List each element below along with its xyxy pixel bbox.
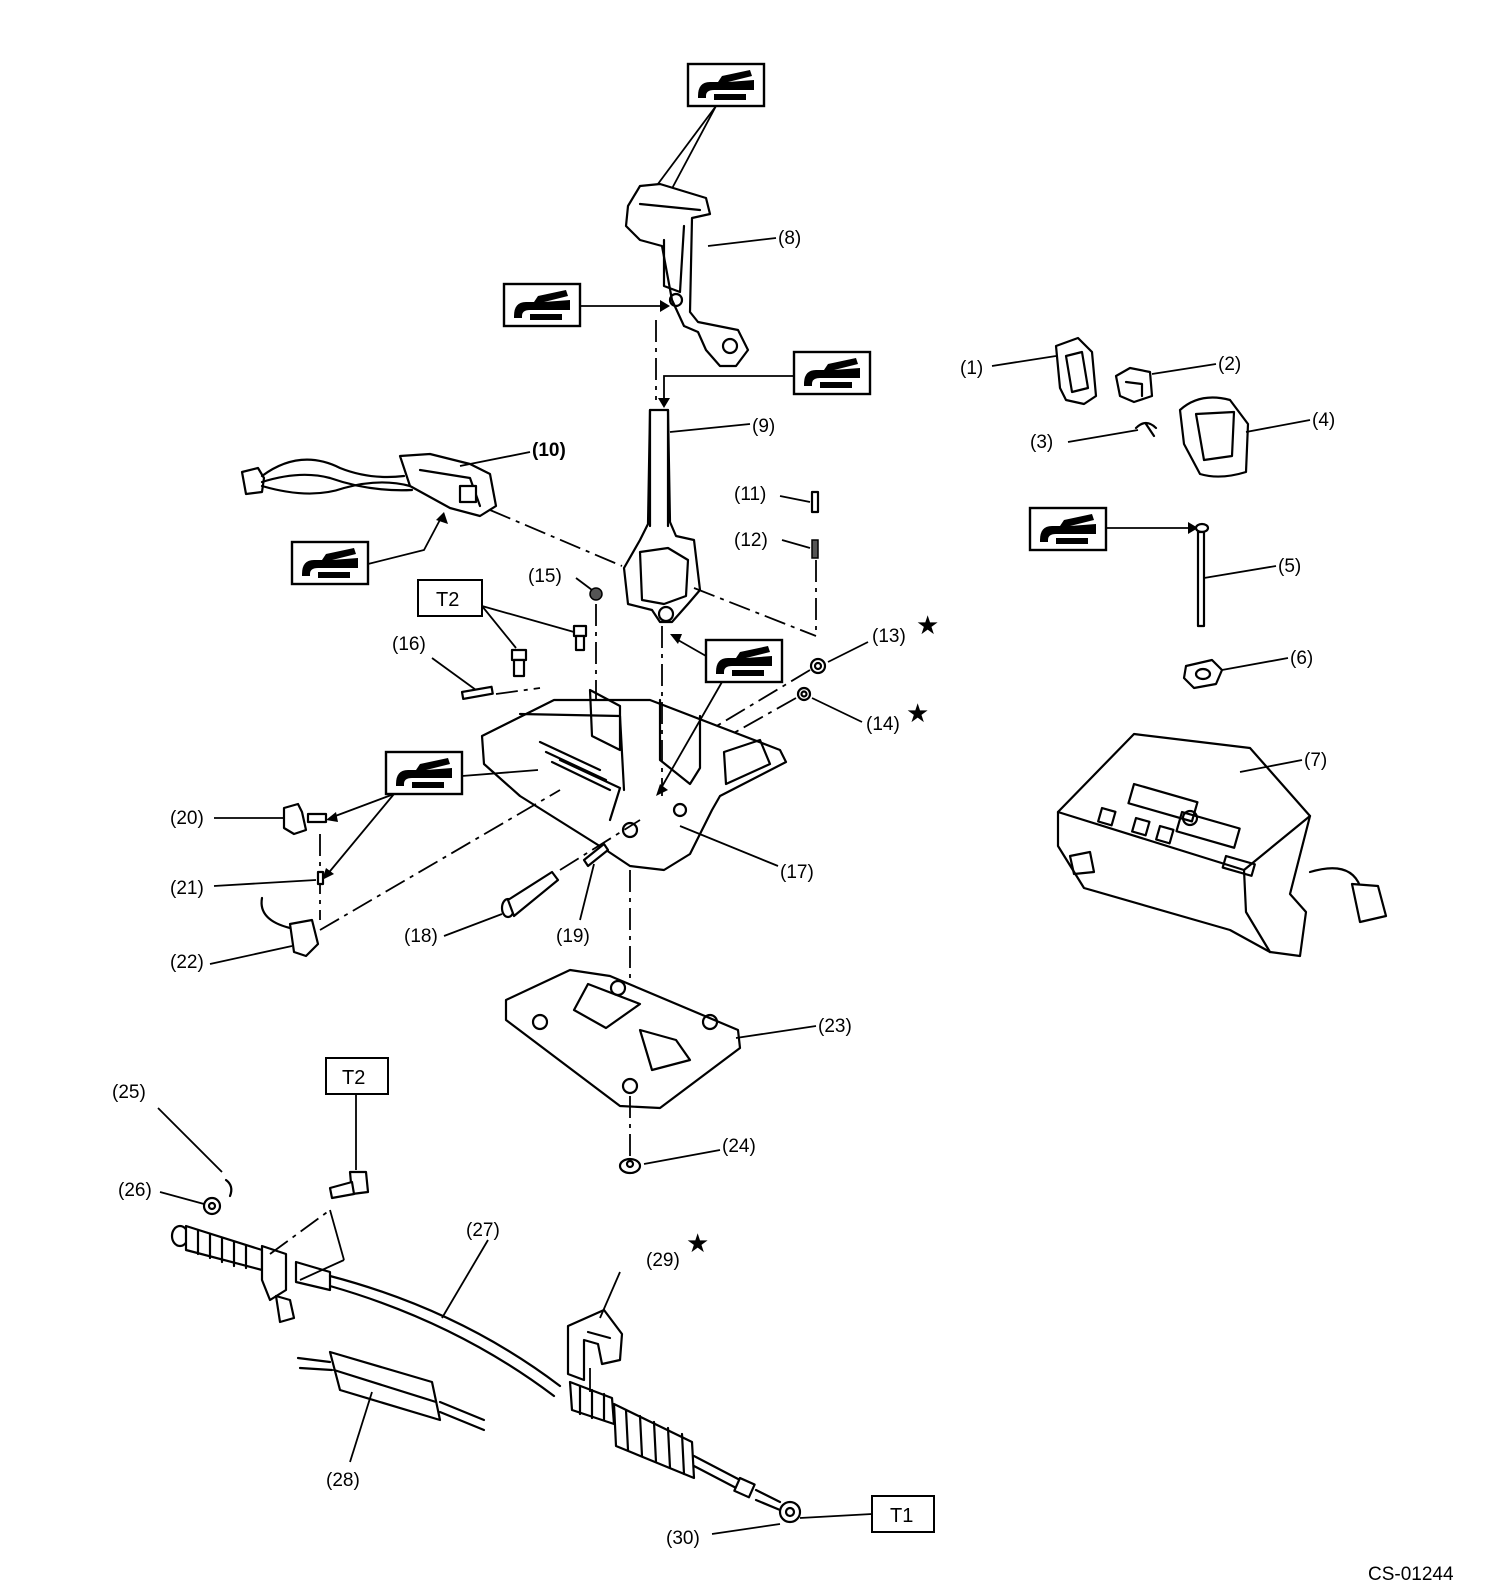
grease-symbol-9 [792,350,872,396]
button-part-2 [1114,366,1154,404]
cover-plate-part-23 [504,968,742,1110]
callout-14: (14) [866,714,900,735]
washer-part-26 [202,1196,222,1216]
torque-box-t2-upper [417,579,483,617]
callout-7: (7) [1304,750,1327,771]
callout-2: (2) [1218,354,1241,375]
bolt-t2-lower [328,1170,370,1200]
pin-part-18 [500,870,560,919]
figure-code: CS-01244 [1368,1564,1454,1585]
shift-cable-part-27 [170,1224,802,1524]
clip-part-29 [566,1308,624,1382]
pin-part-19 [582,842,610,868]
grease-symbol-8 [502,282,582,328]
callout-10: (10) [532,440,566,461]
replace-mark-29: ★ [686,1229,709,1259]
callout-30: (30) [666,1528,700,1549]
harness-part-10 [240,452,498,518]
part-20 [282,802,328,836]
knob-cover-part-1 [1054,336,1098,406]
torque-box-t2-lower [325,1057,389,1095]
torque-box-t1 [871,1495,935,1533]
callout-16: (16) [392,634,426,655]
torque-t1: T1 [890,1505,913,1527]
grease-symbol-10 [290,540,370,586]
callout-13: (13) [872,626,906,647]
callout-26: (26) [118,1180,152,1201]
replace-mark-13: ★ [916,611,939,641]
indicator-part-7 [1056,732,1388,958]
push-rod-part-5 [1194,522,1210,628]
spring-part-3 [1134,421,1158,438]
callout-22: (22) [170,952,204,973]
base-plate-part-17 [480,688,788,872]
callout-1: (1) [960,358,983,379]
grease-symbol-17 [704,638,784,684]
part-22 [260,896,320,958]
callout-24: (24) [722,1136,756,1157]
callout-27: (27) [466,1220,500,1241]
nut-part-24 [618,1157,642,1175]
callout-19: (19) [556,926,590,947]
torque-t2-upper: T2 [436,589,459,611]
callout-5: (5) [1278,556,1301,577]
callout-18: (18) [404,926,438,947]
callout-6: (6) [1290,648,1313,669]
bolt-t2-upper [510,624,588,678]
select-lever-part-9 [622,408,702,624]
shift-knob-part-4 [1178,396,1250,478]
torque-t2-lower: T2 [342,1067,365,1089]
callout-4: (4) [1312,410,1335,431]
callout-9: (9) [752,416,775,437]
callout-8: (8) [778,228,801,249]
ring-part-6 [1182,658,1224,690]
replace-mark-14: ★ [906,699,929,729]
callout-29: (29) [646,1250,680,1271]
bracket-part-8 [624,182,750,368]
callout-25: (25) [112,1082,146,1103]
callout-3: (3) [1030,432,1053,453]
callout-23: (23) [818,1016,852,1037]
grease-symbol-5 [1028,506,1108,552]
clip-part-25 [224,1178,233,1198]
grease-symbol-top [686,62,766,108]
callout-28: (28) [326,1470,360,1491]
callout-11: (11) [734,484,766,505]
callout-17: (17) [780,862,814,883]
clamp-part-28 [296,1350,486,1432]
callout-15: (15) [528,566,562,587]
callout-20: (20) [170,808,204,829]
grease-symbol-20 [384,750,464,796]
callout-12: (12) [734,530,768,551]
callout-21: (21) [170,878,204,899]
